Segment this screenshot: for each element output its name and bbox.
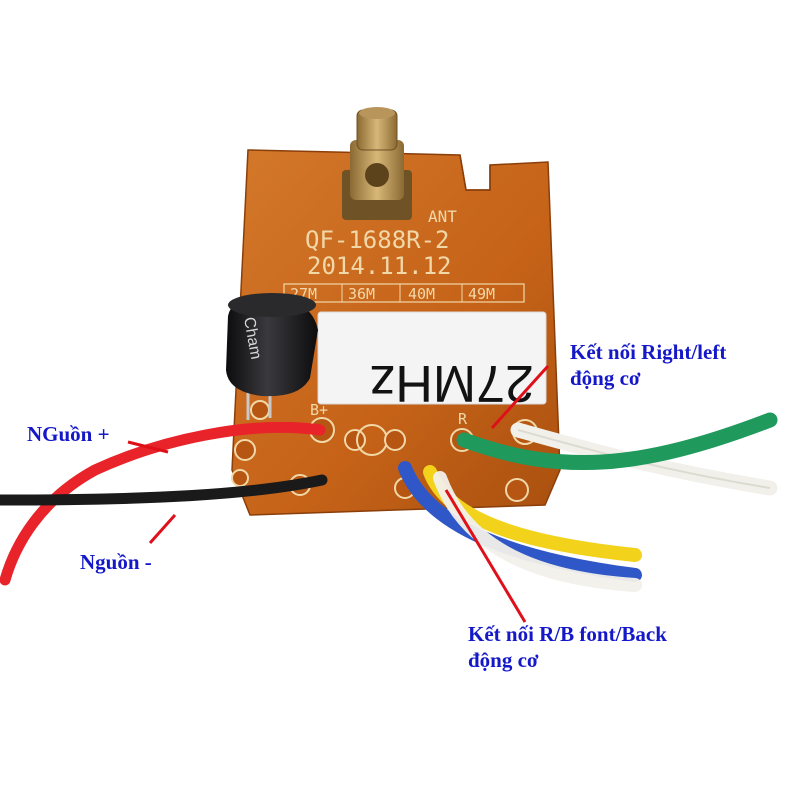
label-forward-back: Kết nối R/B font/Back động cơ [468, 622, 667, 673]
frequency-sticker-text: 27MHz [369, 354, 534, 412]
label-power-plus: NGuồn + [27, 422, 110, 448]
pcb-silkscreen: ANT QF-1688R-2 2014.11.12 [305, 207, 457, 280]
pcb-ant-label: ANT [428, 207, 457, 226]
pad-b-plus-label: B+ [310, 401, 328, 419]
frequency-sticker: 27MHz [317, 311, 547, 412]
label-right-left-line1: Kết nối Right/left [570, 340, 727, 364]
label-power-minus: Nguồn - [80, 550, 152, 576]
antenna-post [342, 107, 412, 220]
freq-option-36m: 36M [348, 285, 375, 303]
wires-right-left [456, 412, 778, 496]
arrow-power-plus [127, 440, 169, 454]
wires-power [0, 421, 328, 586]
label-right-left-line2: động cơ [570, 365, 641, 390]
freq-option-40m: 40M [408, 285, 435, 303]
annotation-arrows [127, 364, 550, 623]
label-forward-back-line2: động cơ [468, 647, 539, 672]
arrow-right-left [490, 364, 550, 430]
capacitor: Cham [226, 293, 318, 420]
label-power-plus-text: NGuồn + [27, 422, 110, 446]
pcb-date-label: 2014.11.12 [307, 252, 452, 280]
arrow-forward-back [444, 489, 527, 623]
label-forward-back-line1: Kết nối R/B font/Back [468, 622, 667, 646]
label-right-left: Kết nối Right/left động cơ [570, 340, 726, 391]
pad-r-label: R [458, 410, 468, 428]
label-power-minus-text: Nguồn - [80, 550, 152, 574]
freq-option-49m: 49M [468, 285, 495, 303]
pcb-model-label: QF-1688R-2 [305, 226, 450, 254]
arrow-power-minus [148, 514, 177, 544]
